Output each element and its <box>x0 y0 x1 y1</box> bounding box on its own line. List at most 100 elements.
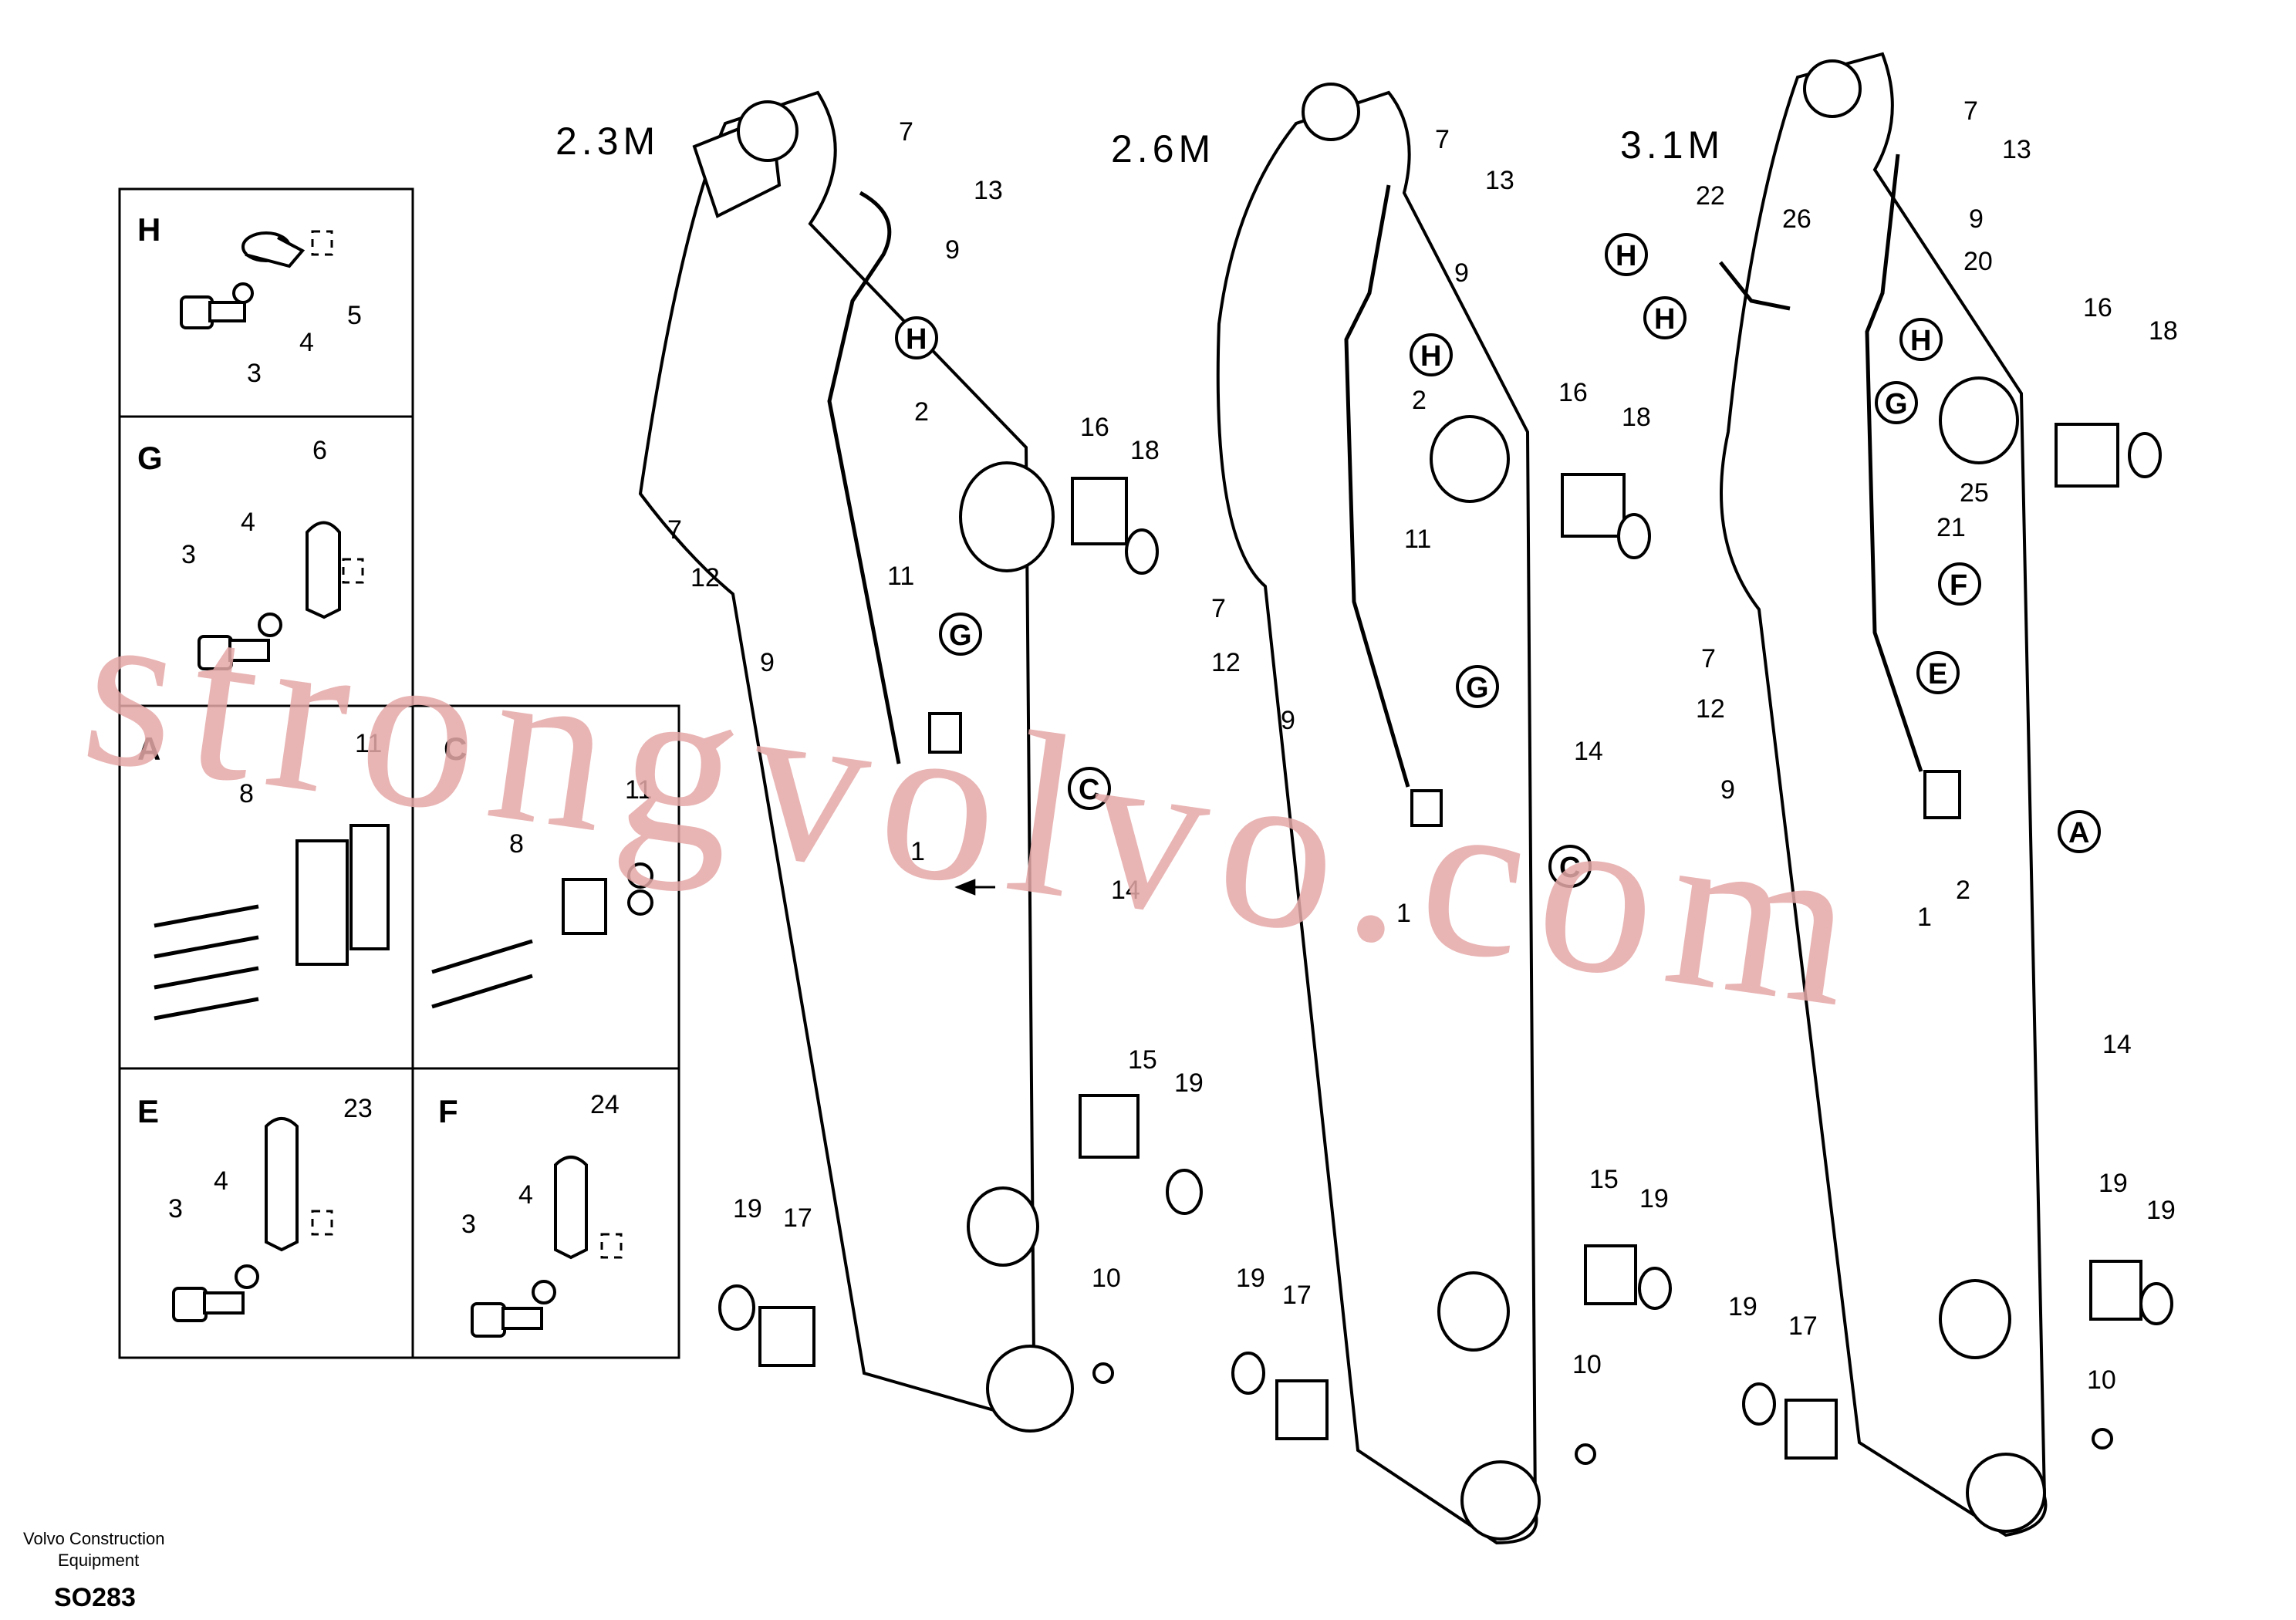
boom-3-1m-label-9-mid: 9 <box>1720 775 1735 805</box>
boom-3-1m-label-19b: 19 <box>2146 1196 2176 1225</box>
svg-text:C: C <box>1079 774 1099 806</box>
boom-2-3m-label-10: 10 <box>1092 1264 1121 1293</box>
boom-2-3m-bush-top <box>959 461 1055 572</box>
boom-3-1m-label-17: 17 <box>1788 1311 1818 1341</box>
boom-2-6m-bushing-17 <box>1275 1379 1329 1440</box>
panel-c-letter: C <box>444 731 467 767</box>
panel-e-bolt-icon <box>172 1264 259 1322</box>
boom-3-1m-callout-h-1: H <box>1605 233 1648 276</box>
boom-2-6m-bush-top <box>1430 415 1510 503</box>
boom-2-6m-ring-18 <box>1617 513 1651 559</box>
boom-3-1m-callout-h-3: H <box>1899 318 1943 361</box>
panel-g-label-6: 6 <box>312 436 327 465</box>
boom-2-3m-label-1: 1 <box>910 837 925 866</box>
boom-2-3m-bushing-15 <box>1079 1094 1140 1159</box>
boom-2-3m-label-19a: 19 <box>1174 1068 1204 1098</box>
boom-3-1m-bushing-16 <box>2055 423 2119 488</box>
boom-2-3m-connector <box>928 712 962 754</box>
boom-2-3m-label-2: 2 <box>914 397 929 427</box>
boom-2-3m-top-eye <box>737 100 799 162</box>
panel-h-letter: H <box>137 211 160 248</box>
boom-2-3m-hose <box>827 191 901 764</box>
boom-3-1m-label-18: 18 <box>2149 316 2178 346</box>
panel-f-label-3: 3 <box>461 1210 476 1239</box>
panel-h-frame <box>118 187 414 418</box>
boom-3-1m-callout-h-2: H <box>1643 296 1687 339</box>
boom-3-1m-callout-g: G <box>1875 381 1918 424</box>
boom-3-1m-label-14: 14 <box>2102 1030 2132 1059</box>
footer-company-line2: Equipment <box>58 1551 139 1570</box>
boom-2-6m-label-9-top: 9 <box>1454 258 1469 288</box>
boom-2-3m-label-15: 15 <box>1128 1045 1157 1075</box>
svg-text:G: G <box>1466 672 1489 704</box>
boom-2-6m-ring-19a <box>1638 1267 1672 1310</box>
boom-2-6m-label-1: 1 <box>1396 899 1411 928</box>
boom-3-1m-label-12: 12 <box>1696 694 1725 724</box>
panel-g-letter: G <box>137 440 163 476</box>
panel-f-label-4: 4 <box>518 1180 533 1210</box>
panel-c-label-11: 11 <box>625 775 652 805</box>
boom-2-3m-label-9-top: 9 <box>945 235 960 265</box>
boom-2-3m-callout-c: C <box>1068 767 1111 810</box>
boom-3-1m-ring-18 <box>2128 432 2162 478</box>
boom-3-1m-label-25: 25 <box>1960 478 1989 508</box>
boom-2-6m-connector <box>1410 789 1443 827</box>
footer-code: SO283 <box>54 1583 136 1612</box>
boom-2-6m-label-9-mid: 9 <box>1281 706 1295 735</box>
panel-a-connector-block-icon <box>154 824 390 1021</box>
boom-3-1m-bush-mid <box>1939 1279 2011 1359</box>
svg-text:A: A <box>2068 817 2089 849</box>
panel-f-frame <box>411 1067 680 1359</box>
svg-text:H: H <box>1654 303 1675 336</box>
boom-2-6m-label-18: 18 <box>1622 403 1651 432</box>
boom-2-6m: 2.6M 7 13 9 2 16 18 11 7 12 9 14 1 15 19… <box>1111 83 1672 1545</box>
boom-2-6m-label-16: 16 <box>1558 378 1588 407</box>
boom-2-6m-callout-g: G <box>1456 665 1499 708</box>
boom-3-1m-connector <box>1923 770 1961 819</box>
boom-2-3m-title: 2.3M <box>555 120 660 163</box>
panel-e-label-3: 3 <box>168 1194 183 1223</box>
boom-2-6m-title: 2.6M <box>1111 127 1215 170</box>
svg-text:E: E <box>1928 658 1947 690</box>
boom-3-1m-label-2: 2 <box>1956 876 1970 905</box>
boom-3-1m-hose-22 <box>1719 261 1791 311</box>
boom-2-6m-label-19b: 19 <box>1236 1264 1265 1293</box>
panel-h-label-5: 5 <box>347 301 362 330</box>
boom-2-3m-label-19b: 19 <box>733 1194 762 1223</box>
svg-text:H: H <box>906 323 927 356</box>
boom-3-1m-label-19a: 19 <box>2098 1169 2128 1198</box>
boom-3-1m-label-13: 13 <box>2002 135 2031 164</box>
boom-3-1m-ring-19b <box>1742 1382 1776 1426</box>
panel-c-connector-block-icon <box>431 862 653 1009</box>
boom-2-3m-ring-19a <box>1166 1169 1203 1215</box>
boom-2-6m-foot-eye <box>1460 1460 1541 1541</box>
boom-3-1m-label-21: 21 <box>1936 513 1966 542</box>
boom-2-3m-label-16: 16 <box>1080 413 1109 442</box>
boom-2-3m-ring-18 <box>1125 528 1159 575</box>
boom-3-1m-callout-e: E <box>1916 651 1960 694</box>
panel-h-label-4: 4 <box>299 328 314 357</box>
boom-2-6m-callout-h: H <box>1410 333 1453 376</box>
boom-3-1m-bolt-10 <box>2092 1428 2113 1450</box>
boom-3-1m-label-26: 26 <box>1782 204 1811 234</box>
panel-a-letter: A <box>137 731 160 767</box>
svg-text:G: G <box>949 619 972 652</box>
svg-text:H: H <box>1616 240 1636 272</box>
panel-f-letter: F <box>438 1093 458 1129</box>
panel-f-label-24: 24 <box>590 1090 620 1119</box>
boom-3-1m-top-eye <box>1803 59 1862 118</box>
boom-3-1m-foot-eye <box>1966 1453 2046 1533</box>
panel-g-label-4: 4 <box>241 508 255 537</box>
boom-2-6m-ring-19b <box>1231 1352 1265 1395</box>
boom-2-6m-bushing-15 <box>1584 1244 1637 1305</box>
boom-2-3m-callout-g: G <box>939 613 982 656</box>
boom-3-1m-callout-a: A <box>2058 810 2101 853</box>
boom-2-3m-label-11: 11 <box>887 562 914 591</box>
boom-3-1m-ring-19a <box>2139 1282 2173 1325</box>
svg-text:H: H <box>1420 340 1441 373</box>
svg-text:C: C <box>1559 852 1580 884</box>
boom-3-1m-label-7-top: 7 <box>1963 96 1978 126</box>
panel-g-label-3: 3 <box>181 540 196 569</box>
detail-panels: H 5 4 3 G 6 4 3 A <box>118 187 680 1359</box>
